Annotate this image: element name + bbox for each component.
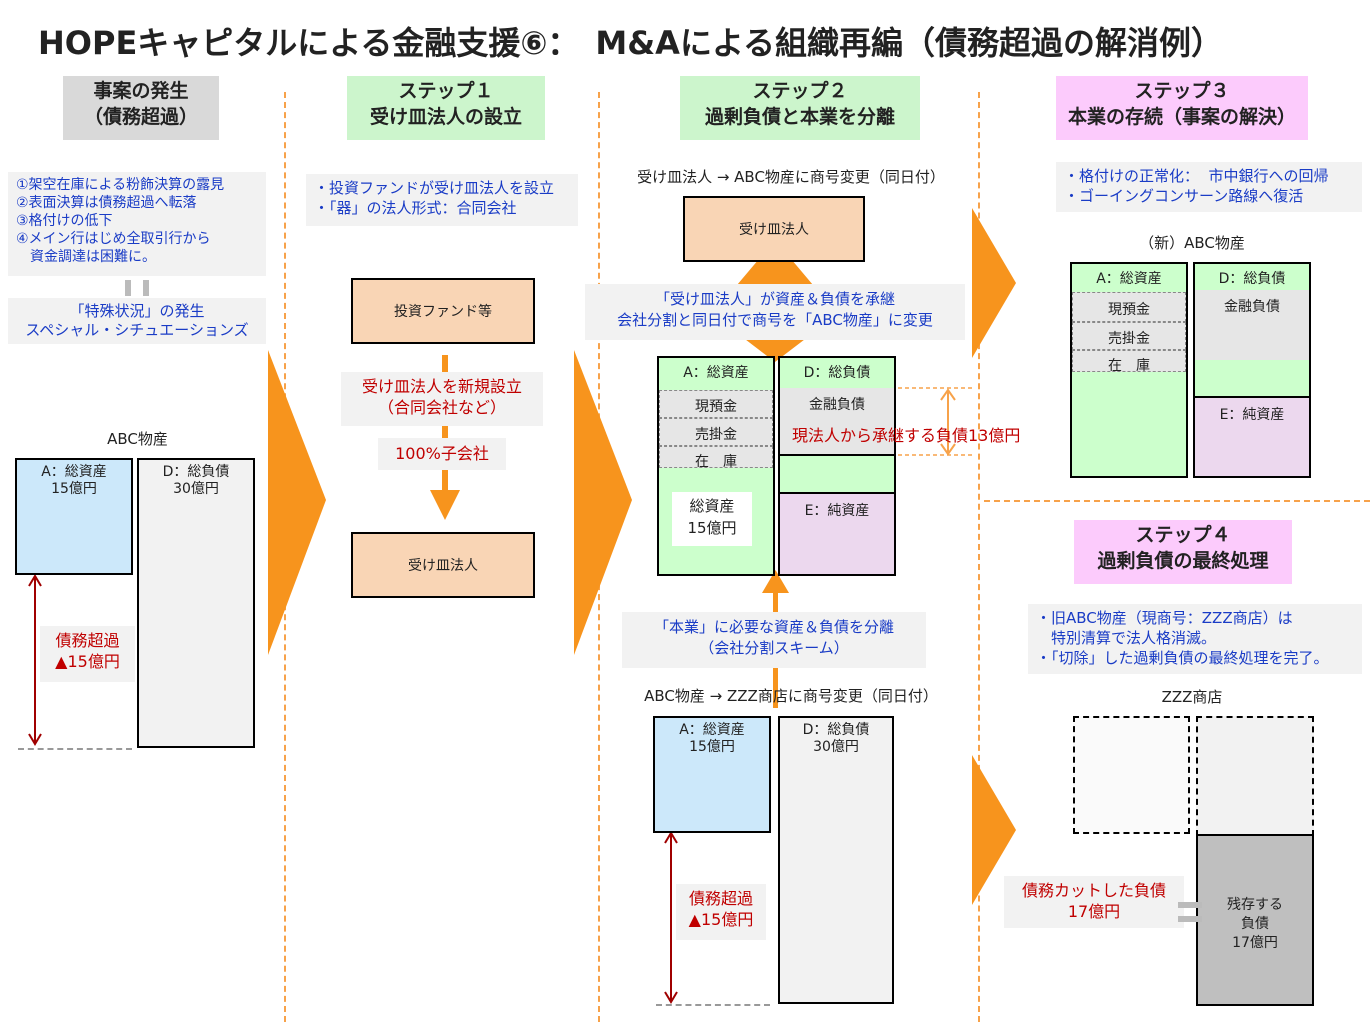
removed-debt-box	[1196, 716, 1314, 836]
equity-item: E：純資産	[1195, 396, 1309, 476]
header-step2: ステップ２ 過剰負債と本業を分離	[680, 76, 920, 140]
step1-notes: ・投資ファンドが受け皿法人を設立 ・「器」の法人形式：合同会社	[306, 174, 578, 226]
step3-notes: ・格付けの正常化： 市中銀行への回帰 ・ゴーイングコンサーン路線へ復活	[1056, 162, 1362, 212]
column-divider	[978, 92, 980, 1022]
equals-icon	[1178, 902, 1202, 922]
arrow-down-icon	[737, 333, 813, 362]
row-divider	[984, 500, 1370, 502]
header-step3: ステップ３ 本業の存続（事案の解決）	[1056, 76, 1308, 140]
receiver-box: 受け皿法人	[351, 532, 535, 598]
arrow-right-icon	[972, 208, 1016, 358]
company-name: ZZZ商店	[1161, 688, 1223, 706]
transfer-note: 「受け皿法人」が資産＆負債を承継 会社分割と同日付で商号を「ABC物産」に変更	[585, 284, 965, 340]
financial-debt-item: 金融負債	[1195, 290, 1309, 360]
fund-box: 投資ファンド等	[351, 278, 535, 344]
inherited-debt-label: 現法人から承継する負債13億円	[792, 426, 1021, 445]
arrow-down-icon	[430, 490, 460, 520]
header-step1: ステップ１ 受け皿法人の設立	[347, 76, 545, 140]
baseline	[18, 748, 132, 750]
new-entity-note: 受け皿法人を新規設立 （合同会社など）	[341, 372, 543, 426]
header-step4: ステップ４ 過剰負債の最終処理	[1074, 520, 1292, 584]
total-assets-label: 総資産 15億円	[672, 492, 752, 546]
excess-debt-label: 債務超過 ▲15億円	[676, 884, 766, 940]
excess-debt-label: 債務超過 ▲15億円	[40, 626, 135, 682]
arrow-right-icon	[972, 755, 1016, 905]
equity-item: E：純資産	[780, 492, 894, 574]
rename-note-bottom: ABC物産 → ZZZ商店に商号変更（同日付）	[644, 687, 938, 705]
rename-note-top: 受け皿法人 → ABC物産に商号変更（同日付）	[637, 168, 945, 186]
equals-icon	[125, 280, 149, 296]
removed-assets-box	[1073, 716, 1190, 834]
debt-cut-label: 債務カットした負債 17億円	[1004, 876, 1184, 928]
old-assets-box: A：総資産 15億円	[653, 716, 771, 833]
cash-item: 現預金	[659, 390, 773, 418]
remaining-debt-box: 残存する 負債 17億円	[1196, 834, 1314, 1006]
baseline	[656, 1004, 770, 1006]
financial-debt-item: 金融負債	[780, 388, 894, 456]
liabilities-header: D：総負債	[803, 365, 871, 381]
special-situation: 「特殊状況」の発生 スペシャル・シチュエーションズ	[8, 298, 266, 344]
inventory-item: 在 庫	[1072, 350, 1186, 374]
assets-header: A：総資産	[683, 365, 749, 381]
step4-notes: ・旧ABC物産（現商号：ZZZ商店）は 特別清算で法人格消滅。 ・「切除」した過…	[1028, 604, 1362, 674]
arrow-right-icon	[574, 350, 632, 655]
arrow-right-icon	[268, 350, 326, 655]
receivables-item: 売掛金	[659, 418, 773, 446]
liabilities-header: D：総負債	[1218, 271, 1286, 287]
split-note: 「本業」に必要な資産＆負債を分離 （会社分割スキーム）	[622, 612, 926, 668]
subsidiary-label: 100%子会社	[378, 438, 506, 470]
receivables-item: 売掛金	[1072, 322, 1186, 350]
header-incident: 事案の発生 （債務超過）	[63, 76, 219, 140]
company-name: （新）ABC物産	[1139, 234, 1245, 252]
assets-box: A：総資産 15億円	[15, 458, 133, 575]
liabilities-box: D：総負債 30億円	[137, 458, 255, 748]
receiver-box: 受け皿法人	[683, 196, 865, 262]
assets-header: A：総資産	[1096, 271, 1162, 287]
incident-notes: ①架空在庫による粉飾決算の露見 ②表面決算は債務超過へ転落 ③格付けの低下 ④メ…	[8, 172, 266, 276]
page-title: HOPEキャピタルによる金融支援⑥： M&Aによる組織再編（債務超過の解消例）	[38, 24, 1223, 62]
company-name: ABC物産	[107, 430, 168, 448]
inventory-item: 在 庫	[659, 446, 773, 470]
arrow-up-icon	[762, 570, 789, 593]
arrow-up-icon	[737, 240, 813, 285]
cash-item: 現預金	[1072, 292, 1186, 322]
old-liabilities-box: D：総負債 30億円	[778, 716, 894, 1004]
